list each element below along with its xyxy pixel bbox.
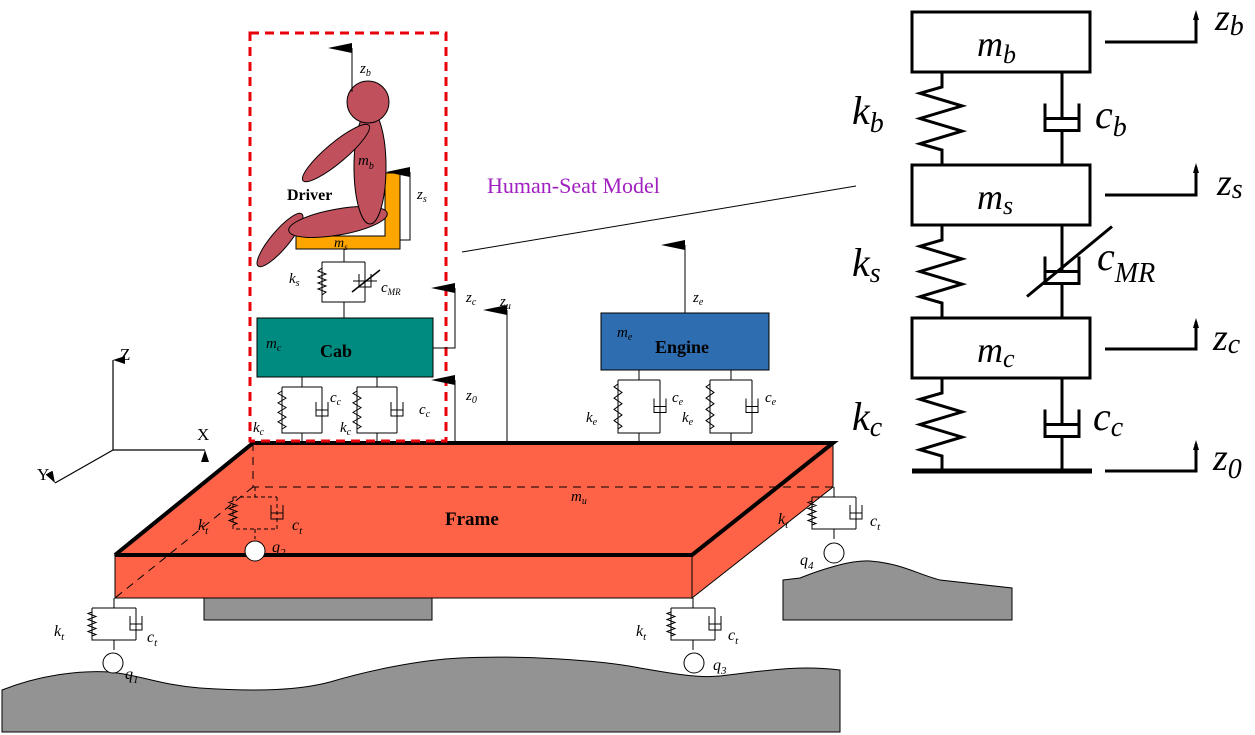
human-seat-model-label: Human-Seat Model bbox=[487, 173, 660, 198]
k-c-label: kc bbox=[340, 420, 352, 438]
q3-label: q3 bbox=[713, 657, 727, 677]
c-t-label: ct bbox=[292, 517, 303, 537]
mass-block-mb bbox=[910, 10, 1092, 74]
svg-text:zs: zs bbox=[1216, 162, 1243, 205]
q4-label: q4 bbox=[800, 552, 814, 572]
spring-icon bbox=[914, 378, 968, 471]
c-c-label: cc bbox=[419, 402, 431, 420]
seat-suspension: ks cMR bbox=[289, 249, 401, 318]
svg-text:z0: z0 bbox=[1212, 437, 1242, 485]
c-t-label: ct bbox=[728, 627, 739, 647]
wheel-icon bbox=[823, 542, 845, 564]
k-e-label: ke bbox=[682, 410, 694, 428]
svg-text:cc: cc bbox=[1093, 394, 1124, 443]
k-e-label: ke bbox=[586, 410, 598, 428]
engine-label: Engine bbox=[655, 337, 709, 357]
spring-icon bbox=[914, 225, 968, 318]
output-arrow bbox=[1105, 444, 1198, 473]
callout-line bbox=[461, 185, 857, 253]
svg-text:cMR: cMR bbox=[1097, 234, 1155, 289]
k-s-label: ks bbox=[289, 271, 300, 289]
c-t-label: ct bbox=[870, 513, 881, 533]
mass-block-ms bbox=[910, 163, 1092, 227]
driver-arm bbox=[301, 123, 371, 183]
svg-text:kc: kc bbox=[852, 394, 883, 443]
wheel-icon bbox=[683, 652, 705, 674]
road-main bbox=[1, 656, 841, 733]
z-0-label: z0 bbox=[465, 388, 477, 406]
svg-text:zb: zb bbox=[1214, 0, 1244, 42]
engine: Engine me ze bbox=[600, 240, 770, 371]
c-e-label: ce bbox=[765, 390, 777, 408]
frame-label: Frame bbox=[445, 509, 499, 530]
engine-block bbox=[600, 312, 770, 371]
z-u-label: zu bbox=[499, 294, 511, 312]
cab-block bbox=[256, 317, 434, 378]
svg-text:ks: ks bbox=[852, 240, 881, 289]
road-bump-right bbox=[782, 560, 1013, 621]
c-t-label: ct bbox=[147, 629, 158, 649]
z-e-label: ze bbox=[692, 290, 704, 308]
svg-text:cb: cb bbox=[1095, 92, 1127, 143]
human-seat-highlight-box bbox=[248, 31, 448, 443]
k-t-label: kt bbox=[636, 623, 647, 643]
driver-label: Driver bbox=[287, 187, 332, 204]
z-s-label: zs bbox=[416, 187, 427, 205]
frame-front-face bbox=[114, 554, 693, 599]
coordinate-axes: Z X Y bbox=[37, 345, 209, 484]
output-arrow bbox=[1105, 167, 1198, 197]
spring-icon bbox=[914, 72, 968, 165]
human-seat-schematic: mb ms mc kb ks kc cb cMR cc zb zs zc z0 bbox=[852, 0, 1244, 485]
frame: Frame mu bbox=[113, 441, 839, 600]
driver-figure: Driver mb ms zb zs bbox=[256, 43, 427, 268]
cab: Cab mc zc bbox=[256, 283, 477, 378]
z-b-label: zb bbox=[359, 61, 371, 79]
output-arrow bbox=[1105, 322, 1198, 351]
wheel-icon bbox=[102, 652, 124, 674]
driver-head bbox=[346, 80, 390, 124]
engine-mounts: ke ce ke ce bbox=[586, 370, 777, 443]
axis-x-label: X bbox=[197, 425, 209, 444]
k-t-label: kt bbox=[54, 623, 65, 643]
svg-text:kb: kb bbox=[852, 88, 884, 139]
z-c-label: zc bbox=[465, 290, 477, 308]
cab-mounts: kc cc kc cc bbox=[253, 377, 431, 443]
variable-damper-icon bbox=[1026, 225, 1113, 318]
output-arrow bbox=[1105, 14, 1198, 44]
axis-y-label: Y bbox=[37, 465, 49, 484]
mass-block-mc bbox=[910, 316, 1092, 380]
c-mr-label: cMR bbox=[381, 280, 401, 297]
k-c-label: kc bbox=[253, 420, 265, 438]
damper-icon bbox=[1043, 72, 1081, 165]
c-e-label: ce bbox=[672, 390, 684, 408]
c-c-label: cc bbox=[330, 390, 342, 408]
svg-text:zc: zc bbox=[1212, 317, 1241, 360]
cab-label: Cab bbox=[320, 341, 352, 361]
axis-z-label: Z bbox=[120, 345, 130, 364]
damper-icon bbox=[1043, 378, 1081, 471]
wheel-icon bbox=[244, 540, 266, 562]
k-t-label: kt bbox=[778, 511, 789, 531]
k-t-label: kt bbox=[198, 517, 209, 537]
